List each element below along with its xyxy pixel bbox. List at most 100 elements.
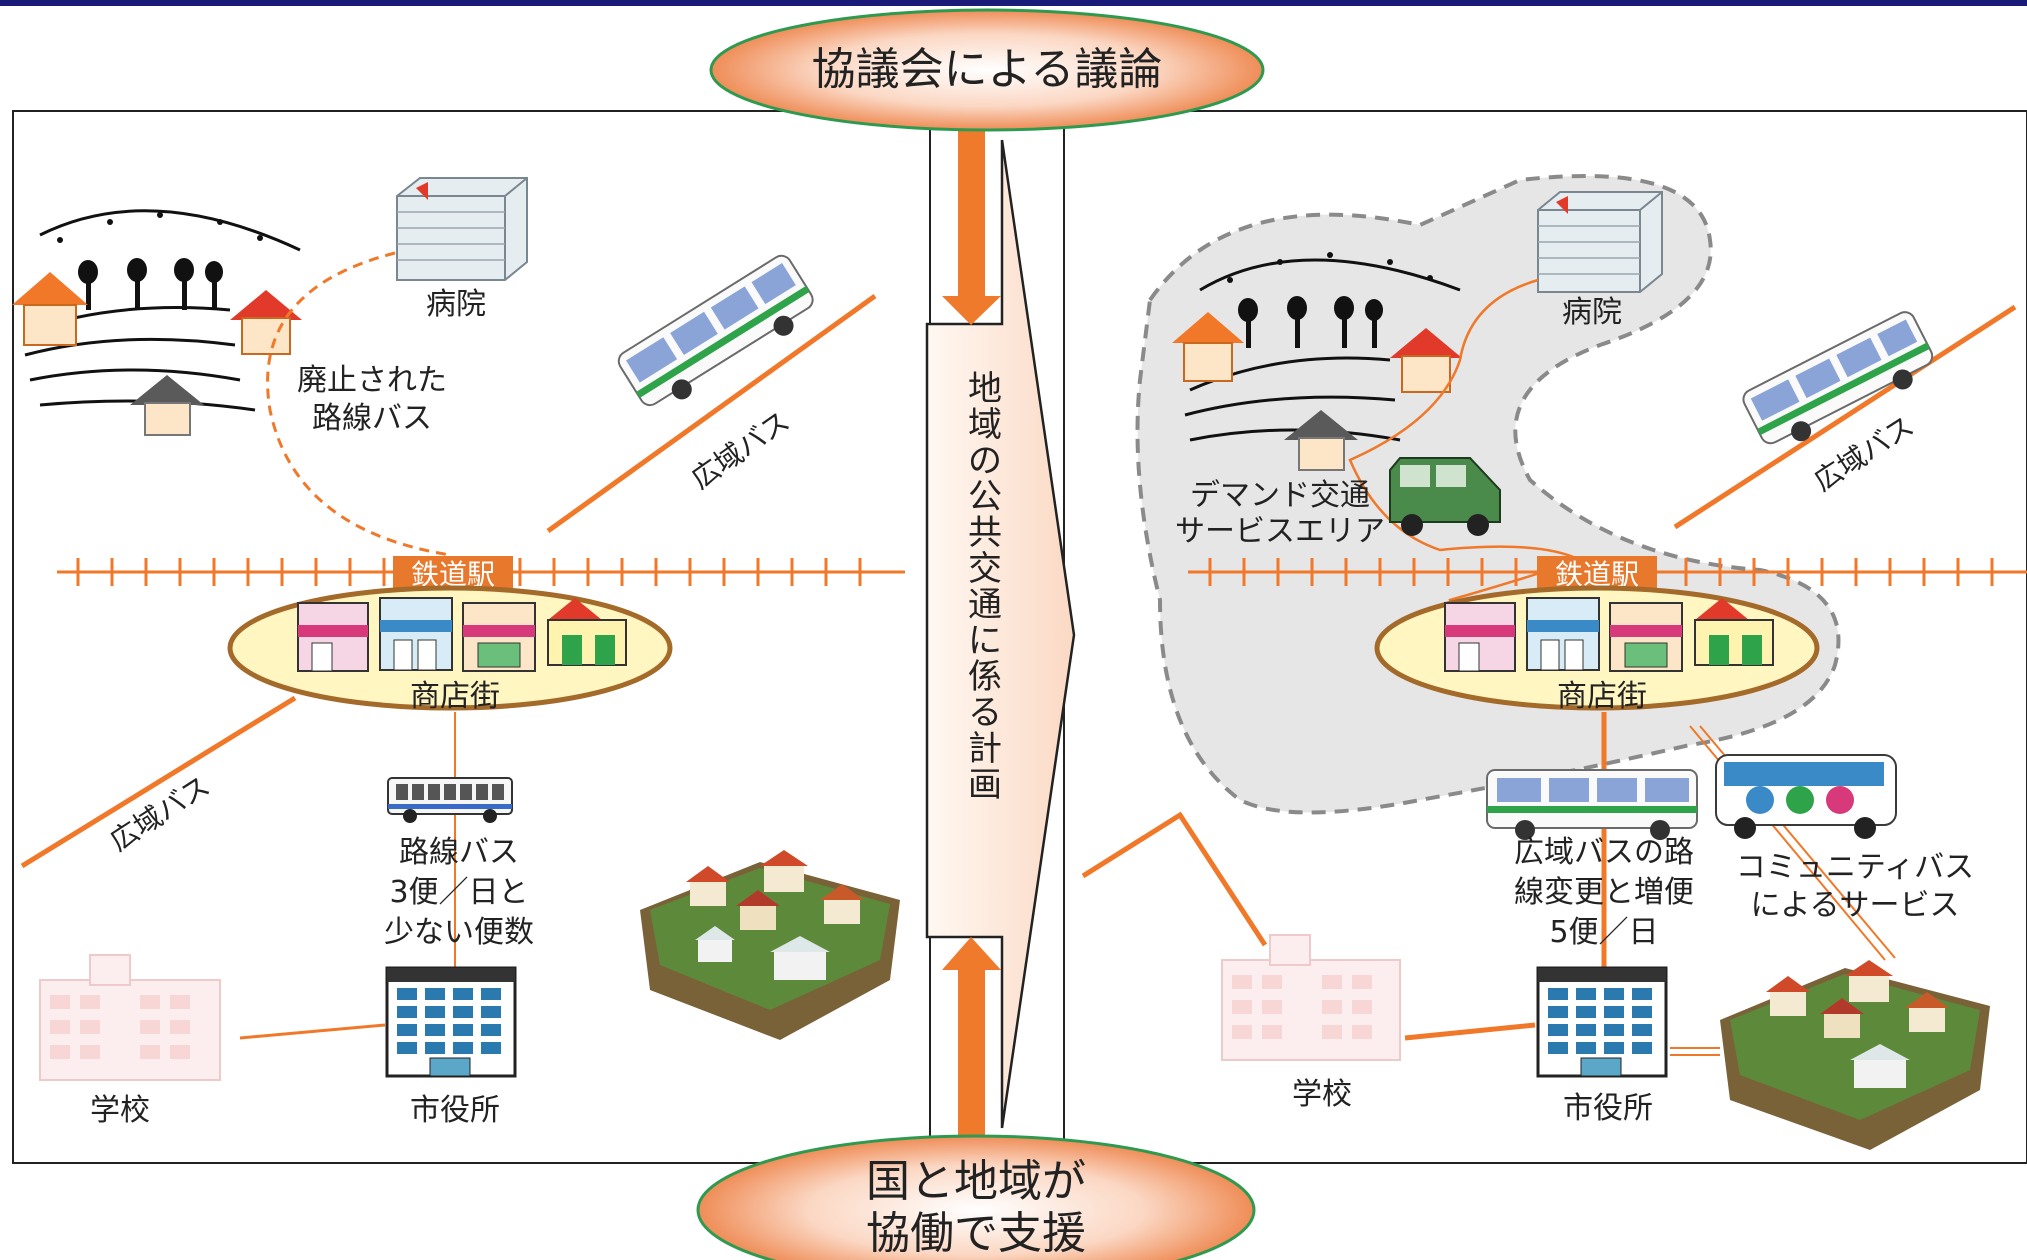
text-char: 域 bbox=[968, 405, 1002, 445]
window bbox=[425, 1024, 445, 1036]
text-line: 5便／日 bbox=[1549, 915, 1658, 950]
text-line: 少ない便数 bbox=[384, 915, 534, 950]
text-line: 広域バスの路 bbox=[1514, 835, 1694, 870]
window bbox=[1632, 1024, 1652, 1036]
window bbox=[1632, 988, 1652, 1000]
window bbox=[1604, 988, 1624, 1000]
window bbox=[1548, 1042, 1568, 1054]
shop-icon bbox=[547, 598, 627, 666]
text-line: 商店街 bbox=[410, 679, 500, 714]
residential-area-icon bbox=[1720, 960, 1990, 1150]
window bbox=[453, 1042, 473, 1054]
text-line: 3便／日と bbox=[389, 875, 528, 910]
window bbox=[453, 1024, 473, 1036]
text-line: 市役所 bbox=[410, 1093, 500, 1128]
text-line: 学校 bbox=[1292, 1077, 1352, 1112]
text-line: 協働で支援 bbox=[866, 1208, 1086, 1259]
school-icon bbox=[1221, 934, 1401, 1061]
shop-icon bbox=[1609, 602, 1683, 672]
wide-bus-line-lower bbox=[20, 695, 297, 869]
council-banner-label: 協議会による議論 bbox=[812, 44, 1163, 95]
plan-arrow bbox=[925, 139, 1076, 1129]
text-line: 協議会による議論 bbox=[812, 44, 1163, 95]
hill-icon bbox=[24, 209, 301, 412]
text-line: デマンド交通 bbox=[1190, 478, 1370, 513]
window bbox=[425, 1042, 445, 1054]
support-banner bbox=[696, 1134, 1256, 1260]
city-hall-label: 市役所 bbox=[1563, 1091, 1653, 1126]
text-char: る bbox=[968, 693, 1002, 733]
window bbox=[481, 1006, 501, 1018]
window bbox=[397, 1006, 417, 1018]
window bbox=[397, 1042, 417, 1054]
text-char: の bbox=[968, 441, 1002, 481]
wide-bus-icon bbox=[1742, 311, 1934, 445]
demand-route-line bbox=[1348, 278, 1584, 643]
hospital-label: 病院 bbox=[426, 287, 486, 322]
demand-area-label: デマンド交通サービスエリア bbox=[1175, 478, 1385, 549]
hospital-label: 病院 bbox=[1562, 295, 1622, 330]
text-line: 商店街 bbox=[1557, 679, 1647, 714]
school-link-line bbox=[1404, 1022, 1536, 1041]
window bbox=[1548, 1024, 1568, 1036]
shopping-label: 商店街 bbox=[1557, 679, 1647, 714]
school-icon bbox=[39, 954, 221, 1081]
support-banner-label: 国と地域が協働で支援 bbox=[866, 1156, 1086, 1259]
route-bus-icon bbox=[387, 777, 513, 823]
text-char: 共 bbox=[968, 513, 1002, 553]
city-hall-icon bbox=[1536, 966, 1668, 1078]
demand-van-icon bbox=[1389, 457, 1501, 536]
window bbox=[1576, 988, 1596, 1000]
shop-icon bbox=[297, 602, 369, 672]
house-icon bbox=[1390, 328, 1462, 393]
text-char: 計 bbox=[968, 729, 1002, 769]
wide-bus-changed-route bbox=[1081, 811, 1268, 947]
window bbox=[1548, 988, 1568, 1000]
window bbox=[1604, 1042, 1624, 1054]
abolished-route-line bbox=[266, 251, 451, 557]
text-char: 地 bbox=[968, 369, 1002, 409]
plan-label: 地域の公共交通に係る計画 bbox=[968, 369, 1002, 805]
text-line: コミュニティバス bbox=[1736, 850, 1974, 885]
house-icon bbox=[130, 375, 204, 436]
window bbox=[1632, 1042, 1652, 1054]
shop-icon bbox=[462, 602, 536, 672]
window bbox=[1576, 1042, 1596, 1054]
text-char: に bbox=[968, 621, 1002, 661]
window bbox=[481, 1024, 501, 1036]
down-arrow-from-council bbox=[942, 128, 1001, 325]
text-char: 画 bbox=[968, 765, 1002, 805]
text-line: 国と地域が bbox=[866, 1156, 1086, 1207]
window bbox=[1576, 1006, 1596, 1018]
city-hall-label: 市役所 bbox=[410, 1093, 500, 1128]
window bbox=[1576, 1024, 1596, 1036]
window bbox=[481, 1042, 501, 1054]
house-icon bbox=[1172, 312, 1244, 382]
school-label: 学校 bbox=[1292, 1077, 1352, 1112]
hospital-icon bbox=[396, 177, 528, 281]
text-line: 路線バス bbox=[312, 401, 432, 436]
wide-bus-icon bbox=[617, 254, 814, 407]
house-icon bbox=[1284, 410, 1358, 471]
text-line: 路線バス bbox=[399, 835, 519, 870]
text-line: 病院 bbox=[1562, 295, 1622, 330]
text-line: 広域バス bbox=[1808, 409, 1920, 498]
text-char: 通 bbox=[968, 585, 1002, 625]
text-line: 市役所 bbox=[1563, 1091, 1653, 1126]
community-bus-icon bbox=[1715, 754, 1897, 839]
city-hall-icon bbox=[385, 966, 517, 1078]
text-line: サービスエリア bbox=[1175, 514, 1385, 549]
window bbox=[1604, 1006, 1624, 1018]
text-char: 係 bbox=[968, 657, 1002, 697]
text-char: 公 bbox=[968, 477, 1002, 517]
community-bus-label: コミュニティバスによるサービス bbox=[1736, 850, 1974, 923]
text-char: 交 bbox=[968, 549, 1002, 589]
school-label: 学校 bbox=[90, 1093, 150, 1128]
window bbox=[397, 988, 417, 1000]
top-band bbox=[0, 0, 2027, 6]
text-line: 学校 bbox=[90, 1093, 150, 1128]
station-label: 鉄道駅 bbox=[411, 558, 495, 591]
